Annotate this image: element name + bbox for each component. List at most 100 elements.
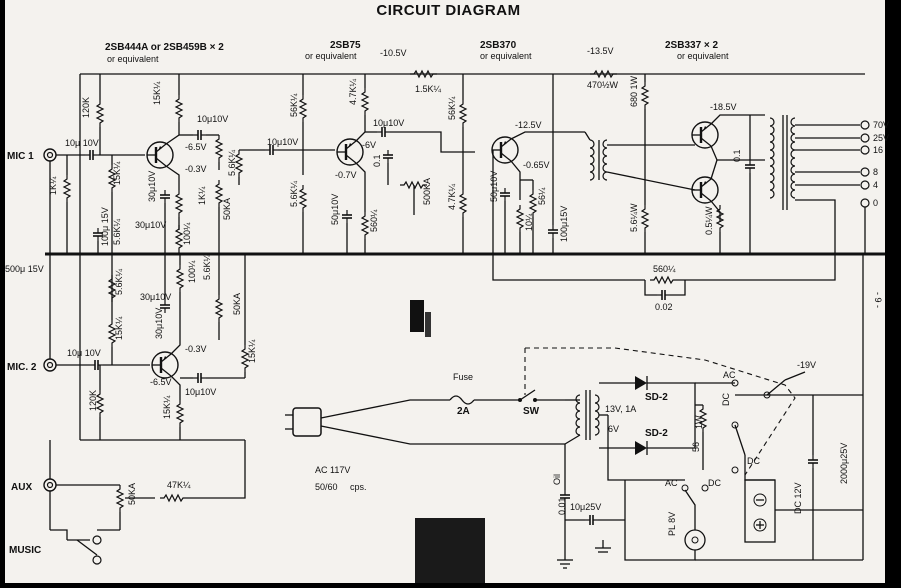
svg-text:30μ10V: 30μ10V xyxy=(135,220,166,230)
label-2sb370: 2SB370 xyxy=(480,40,517,51)
transistor-q2 xyxy=(150,350,180,380)
svg-text:SD-2: SD-2 xyxy=(645,392,668,403)
transistor-q1 xyxy=(145,140,175,170)
scan-artifact xyxy=(410,300,424,332)
svg-text:cps.: cps. xyxy=(350,482,367,492)
driver-stage-2 xyxy=(459,70,618,254)
svg-text:2000μ25V: 2000μ25V xyxy=(839,443,849,484)
svg-text:120K: 120K xyxy=(88,390,98,411)
labels: 2SB444A or 2SB459B × 2 or equivalent 2SB… xyxy=(5,40,889,556)
svg-text:4.7K¼: 4.7K¼ xyxy=(447,183,457,210)
svg-text:0.1: 0.1 xyxy=(732,149,742,162)
output-terminal-16[interactable] xyxy=(860,145,870,155)
fuse-symbol xyxy=(449,395,475,405)
mic2-jack[interactable] xyxy=(43,358,57,372)
svg-text:or equivalent: or equivalent xyxy=(677,51,729,61)
aux-jack[interactable] xyxy=(43,478,57,492)
svg-text:-0.7V: -0.7V xyxy=(335,170,357,180)
svg-text:5.6K¼: 5.6K¼ xyxy=(289,180,299,207)
svg-text:13V, 1A: 13V, 1A xyxy=(605,404,636,414)
scan-artifact xyxy=(425,312,431,337)
label-2sb337: 2SB337 × 2 xyxy=(665,40,719,51)
svg-text:2A: 2A xyxy=(457,406,470,417)
output-terminal-70v[interactable] xyxy=(860,120,870,130)
svg-text:-6.5V: -6.5V xyxy=(185,142,207,152)
svg-text:1.5K¼: 1.5K¼ xyxy=(415,84,442,94)
svg-text:100μ15V: 100μ15V xyxy=(559,206,569,242)
svg-text:10μ 10V: 10μ 10V xyxy=(67,348,101,358)
svg-text:47K¼: 47K¼ xyxy=(167,480,191,490)
svg-text:PL 8V: PL 8V xyxy=(667,512,677,536)
output-terminal-4[interactable] xyxy=(860,180,870,190)
svg-text:10μ10V: 10μ10V xyxy=(267,137,298,147)
svg-text:1W: 1W xyxy=(694,415,704,429)
svg-text:5.6K¼: 5.6K¼ xyxy=(227,149,237,176)
scan-artifact xyxy=(415,518,485,583)
label-aux: AUX xyxy=(11,482,32,493)
svg-text:30μ10V: 30μ10V xyxy=(140,292,171,302)
circuit-drawing: 2SB444A or 2SB459B × 2 or equivalent 2SB… xyxy=(5,0,892,583)
svg-text:470½W: 470½W xyxy=(587,80,619,90)
svg-text:15K¼: 15K¼ xyxy=(152,81,162,105)
svg-text:50KA: 50KA xyxy=(222,198,232,220)
feedback-network xyxy=(492,150,836,301)
svg-text:10μ 10V: 10μ 10V xyxy=(65,138,99,148)
svg-text:-0.3V: -0.3V xyxy=(185,164,207,174)
music-terminal-2[interactable] xyxy=(92,555,102,565)
svg-text:-10.5V: -10.5V xyxy=(380,48,407,58)
svg-text:50KA: 50KA xyxy=(127,483,137,505)
svg-text:DC: DC xyxy=(747,456,760,466)
transistor-2sb75 xyxy=(335,137,365,167)
svg-text:16: 16 xyxy=(873,145,883,155)
schematic-sheet: CIRCUIT DIAGRAM xyxy=(5,0,892,583)
svg-text:AC: AC xyxy=(723,370,736,380)
svg-text:15K¼: 15K¼ xyxy=(247,339,257,363)
driver-stage-1 xyxy=(299,70,475,254)
svg-text:100μ 15V: 100μ 15V xyxy=(100,207,110,246)
output-terminal-8[interactable] xyxy=(860,167,870,177)
mic1-jack[interactable] xyxy=(43,148,57,162)
aux-input xyxy=(43,440,246,565)
label-mic2: MIC. 2 xyxy=(7,362,37,373)
svg-text:4: 4 xyxy=(873,180,878,190)
svg-text:1K¼: 1K¼ xyxy=(48,176,58,195)
svg-text:5.6K¼: 5.6K¼ xyxy=(112,218,122,245)
diode-sd2-2 xyxy=(635,441,647,455)
supply-rail xyxy=(79,73,865,441)
preamp-stage-1 xyxy=(43,74,335,254)
svg-text:DC: DC xyxy=(721,393,731,406)
page-number: - 9 - xyxy=(873,292,883,308)
svg-text:-18.5V: -18.5V xyxy=(710,102,737,112)
svg-text:8: 8 xyxy=(873,167,878,177)
svg-text:Fuse: Fuse xyxy=(453,372,473,382)
svg-text:or equivalent: or equivalent xyxy=(480,51,532,61)
svg-text:30μ10V: 30μ10V xyxy=(147,171,157,202)
power-supply xyxy=(285,254,864,569)
svg-text:50μ10V: 50μ10V xyxy=(489,171,499,202)
music-terminal-1[interactable] xyxy=(92,535,102,545)
svg-text:70V: 70V xyxy=(873,120,889,130)
svg-text:-13.5V: -13.5V xyxy=(587,46,614,56)
svg-text:-6.5V: -6.5V xyxy=(150,377,172,387)
label-mic1: MIC 1 xyxy=(7,151,34,162)
diagram-title: CIRCUIT DIAGRAM xyxy=(376,2,521,19)
svg-text:AC: AC xyxy=(665,478,678,488)
svg-text:10μ10V: 10μ10V xyxy=(373,118,404,128)
output-terminal-25v[interactable] xyxy=(860,133,870,143)
svg-text:15K¼: 15K¼ xyxy=(162,395,172,419)
svg-text:DC 12V: DC 12V xyxy=(793,482,803,514)
svg-text:15K¼: 15K¼ xyxy=(112,161,122,185)
svg-text:5.6K¼: 5.6K¼ xyxy=(114,268,124,295)
diode-sd2-1 xyxy=(635,376,647,390)
svg-text:AC 117V: AC 117V xyxy=(315,465,350,475)
svg-text:6V: 6V xyxy=(608,424,619,434)
output-terminal-0[interactable] xyxy=(860,198,870,208)
svg-text:50μ10V: 50μ10V xyxy=(330,194,340,225)
label-music: MUSIC xyxy=(9,545,41,556)
svg-text:DC: DC xyxy=(708,478,721,488)
svg-text:0.01: 0.01 xyxy=(557,497,567,515)
dc-12v-input[interactable] xyxy=(744,479,776,543)
svg-text:500KA: 500KA xyxy=(422,178,432,205)
svg-text:10μ10V: 10μ10V xyxy=(197,114,228,124)
svg-text:100¼: 100¼ xyxy=(187,260,197,283)
